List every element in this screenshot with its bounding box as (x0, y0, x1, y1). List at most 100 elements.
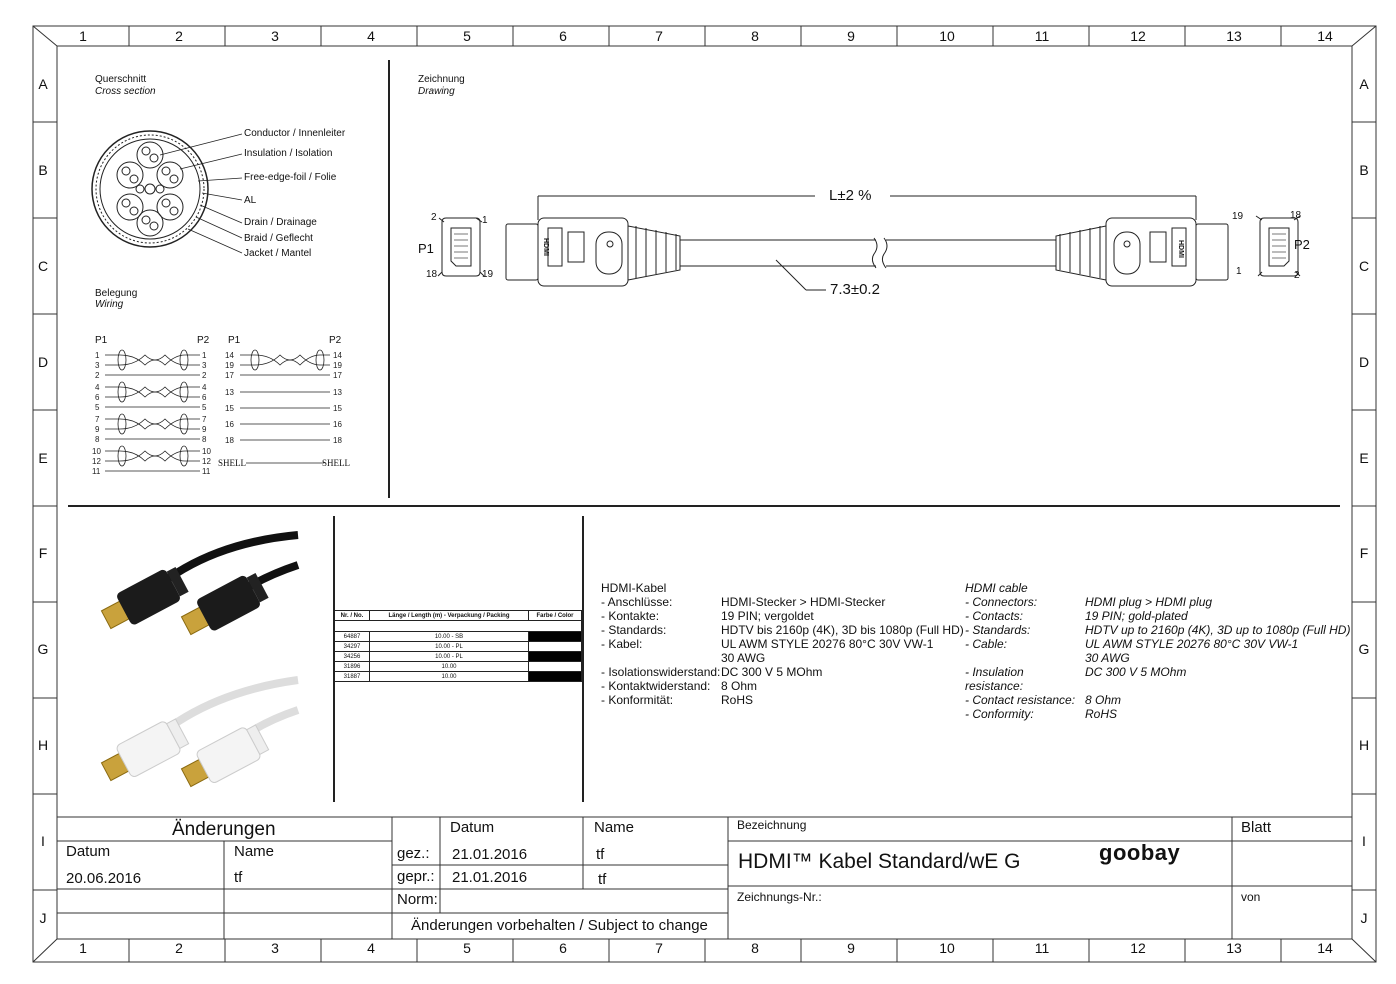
col-label: 8 (751, 940, 759, 956)
gez-label: gez.: (397, 845, 430, 862)
cross-label-insulation: Insulation / Isolation (244, 148, 333, 159)
col-label: 8 (751, 28, 759, 44)
cable-drawing (437, 195, 1301, 291)
spec-key: - Anschlüsse: (601, 595, 673, 609)
changes-name-value: tf (234, 869, 243, 886)
pin-19-label: 19 (482, 269, 494, 280)
row-label: D (1358, 354, 1370, 370)
row-label: J (1360, 910, 1368, 926)
spec-key: - Connectors: (965, 595, 1038, 609)
pin-2-label-right: 2 (1294, 270, 1300, 281)
svg-text:17: 17 (333, 371, 342, 380)
spec-key: - Kontakte: (601, 609, 660, 623)
row-label: C (37, 258, 49, 274)
cross-label-drain: Drain / Drainage (244, 217, 317, 228)
col-label: 12 (1130, 28, 1146, 44)
spec-title: HDMI-Kabel (601, 581, 667, 595)
spec-value: RoHS (721, 693, 754, 707)
row-label: E (38, 450, 48, 466)
spec-key: - Contact resistance: (965, 693, 1076, 707)
col-label: 4 (367, 940, 375, 956)
row-label: I (1362, 833, 1366, 849)
gez-name: tf (596, 846, 605, 863)
svg-text:6: 6 (95, 393, 100, 402)
changes-header: Änderungen (172, 819, 276, 840)
col-label: 9 (847, 940, 855, 956)
spec-value: HDTV bis 2160p (4K), 3D bis 1080p (Full … (721, 623, 964, 637)
svg-text:15: 15 (225, 404, 234, 413)
col-label: 4 (367, 28, 375, 44)
cross-section-title: Querschnitt (95, 74, 147, 85)
svg-text:6: 6 (202, 393, 207, 402)
svg-text:5: 5 (202, 403, 207, 412)
cross-label-foil: Free-edge-foil / Folie (244, 172, 337, 183)
gepr-name: tf (598, 871, 607, 888)
changes-date-value: 20.06.2016 (66, 870, 142, 887)
drawing-p1-label: P1 (418, 241, 434, 256)
spec-value: 30 AWG (1085, 651, 1130, 665)
col-label: 9 (847, 28, 855, 44)
col-label: 3 (271, 28, 279, 44)
svg-text:9: 9 (202, 425, 207, 434)
svg-text:4: 4 (202, 383, 207, 392)
spec-value: 30 AWG (721, 651, 766, 665)
order-table: Nr. / No. Länge / Length (m) - Verpackun… (334, 610, 582, 682)
col-label: 2 (175, 940, 183, 956)
row-label: A (1359, 76, 1369, 92)
svg-text:13: 13 (333, 388, 342, 397)
svg-text:11: 11 (202, 467, 211, 476)
pin-18-label: 18 (426, 269, 438, 280)
col-label: 10 (939, 28, 955, 44)
col-label: 14 (1317, 940, 1333, 956)
spec-value: 8 Ohm (721, 679, 758, 693)
wiring-title-en: Wiring (95, 299, 124, 310)
spec-key: - Konformität: (601, 693, 674, 707)
drawing-title-en: Drawing (418, 86, 455, 97)
subject-to-change: Änderungen vorbehalten / Subject to chan… (411, 917, 708, 934)
spec-key: - Cable: (965, 637, 1008, 651)
spec-key: - Insulation resistance: (965, 665, 1024, 693)
von-label: von (1241, 890, 1261, 904)
cross-label-jacket: Jacket / Mantel (244, 248, 312, 259)
pin-19-label-right: 19 (1232, 211, 1244, 222)
svg-text:8: 8 (202, 435, 207, 444)
gez-date: 21.01.2016 (452, 846, 528, 863)
drawing-title: Zeichnung (418, 74, 465, 85)
row-label: G (37, 641, 49, 657)
col-label: 6 (559, 28, 567, 44)
row-color-swatch (528, 671, 582, 682)
svg-text:10: 10 (92, 447, 101, 456)
col-label: 7 (655, 28, 663, 44)
svg-text:3: 3 (95, 361, 100, 370)
zeichnungs-nr-label: Zeichnungs-Nr.: (737, 890, 822, 904)
spec-value: HDMI-Stecker > HDMI-Stecker (721, 595, 886, 609)
svg-text:2: 2 (202, 371, 207, 380)
product-photo (100, 531, 300, 788)
pin-18-label-right: 18 (1290, 210, 1302, 221)
wiring-pin: 1 (95, 351, 100, 360)
table-header-row: Nr. / No. Länge / Length (m) - Verpackun… (334, 610, 582, 621)
gepr-label: gepr.: (397, 868, 435, 885)
col-label: 1 (79, 28, 87, 44)
svg-text:7: 7 (95, 415, 100, 424)
svg-text:16: 16 (333, 420, 342, 429)
spec-key: - Kontaktwiderstand: (601, 679, 711, 693)
blatt-label: Blatt (1241, 819, 1272, 836)
spec-key: - Contacts: (965, 609, 1024, 623)
product-title: HDMI™ Kabel Standard/wE G (738, 850, 1021, 873)
row-label: D (37, 354, 49, 370)
svg-text:14: 14 (333, 351, 342, 360)
length-dimension: L±2 % (829, 187, 872, 204)
svg-text:9: 9 (95, 425, 100, 434)
row-label: B (1359, 162, 1369, 178)
svg-text:12: 12 (202, 457, 211, 466)
norm-label: Norm: (397, 891, 438, 908)
name-label: Name (594, 819, 635, 836)
svg-text:3: 3 (202, 361, 207, 370)
svg-text:10: 10 (202, 447, 211, 456)
col-label: 14 (1317, 28, 1333, 44)
svg-text:11: 11 (92, 467, 101, 476)
row-label: I (41, 833, 45, 849)
pin-1-label-right: 1 (1236, 266, 1242, 277)
